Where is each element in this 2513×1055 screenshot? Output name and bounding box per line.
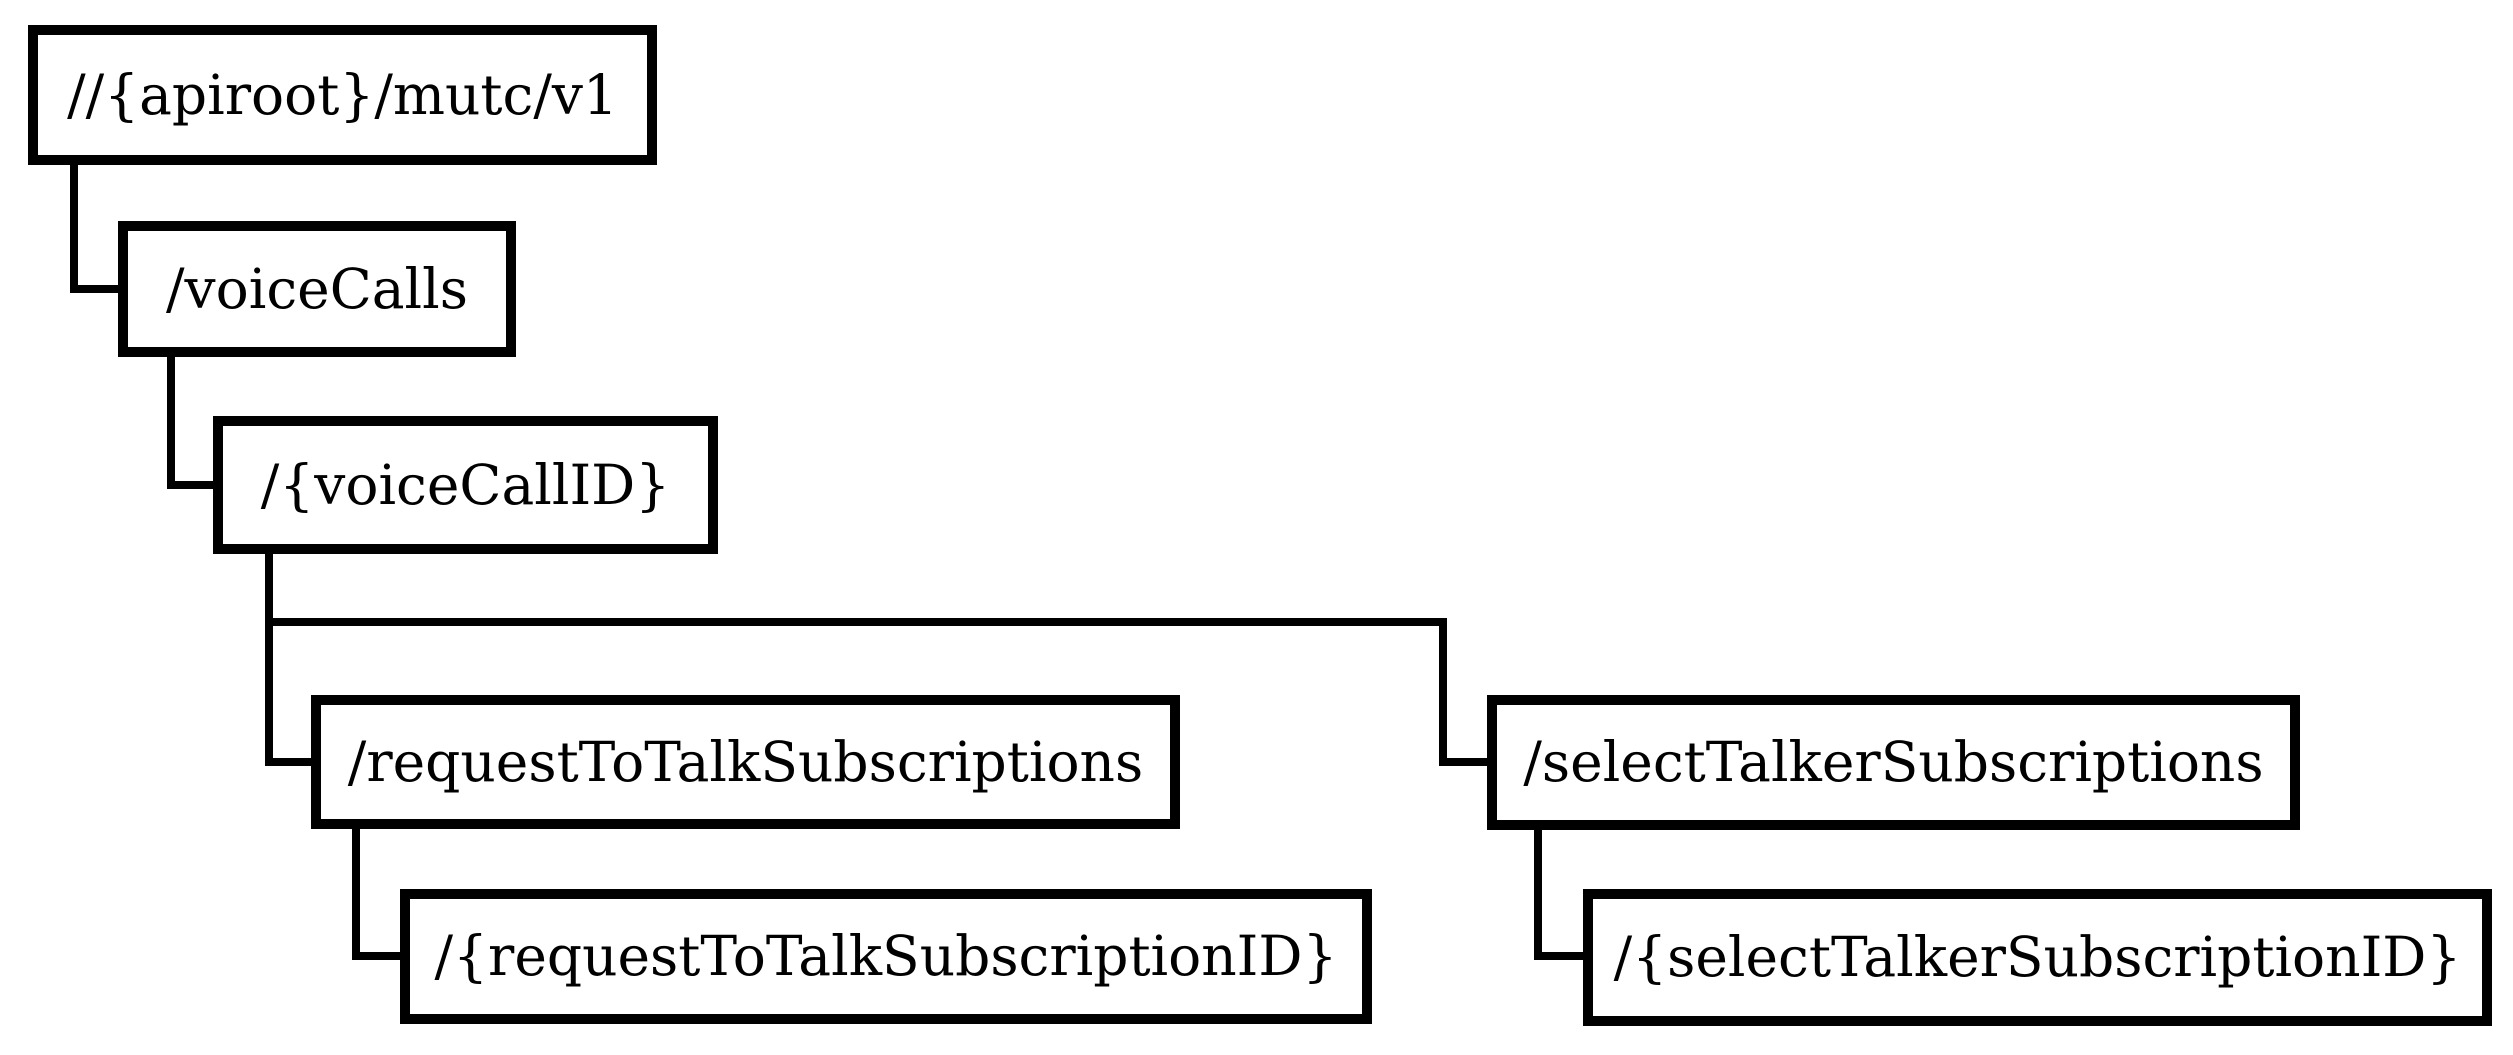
tree-node-apiroot: //{apiroot}/mutc/v1	[28, 25, 657, 165]
tree-node-label: /selectTalkerSubscriptions	[1523, 730, 2264, 794]
tree-node-label: /{selectTalkerSubscriptionID}	[1613, 925, 2462, 989]
connector-requesttotalksubscriptions-to-id-vertical	[352, 829, 360, 960]
tree-node-voicecallid: /{voiceCallID}	[213, 416, 718, 554]
tree-node-label: //{apiroot}/mutc/v1	[67, 62, 618, 127]
connector-branch-to-selecttalkersubscriptions-vertical	[1439, 618, 1447, 766]
tree-node-selecttalkersubscriptions: /selectTalkerSubscriptions	[1487, 695, 2300, 830]
connector-selecttalkersubscriptions-to-id-vertical	[1534, 830, 1542, 960]
tree-node-voicecalls: /voiceCalls	[118, 221, 516, 357]
tree-node-label: /{requestToTalkSubscriptionID}	[434, 924, 1338, 988]
connector-voicecallid-to-requesttotalksubscriptions-horizontal	[265, 758, 311, 766]
connector-voicecalls-to-voicecallid-vertical	[167, 357, 175, 489]
connector-requesttotalksubscriptions-to-id-horizontal	[352, 952, 400, 960]
tree-node-requesttotalksubscriptionid: /{requestToTalkSubscriptionID}	[400, 889, 1372, 1024]
connector-voicecallid-branch-horizontal	[265, 618, 1447, 626]
connector-voicecallid-to-requesttotalksubscriptions-vertical	[265, 554, 273, 766]
tree-node-selecttalkersubscriptionid: /{selectTalkerSubscriptionID}	[1583, 889, 2492, 1026]
connector-root-to-voicecalls-horizontal	[70, 285, 118, 293]
tree-node-label: /requestToTalkSubscriptions	[347, 729, 1144, 794]
connector-voicecalls-to-voicecallid-horizontal	[167, 481, 213, 489]
tree-node-label: /voiceCalls	[166, 256, 468, 321]
tree-node-label: /{voiceCallID}	[260, 452, 671, 517]
connector-branch-to-selecttalkersubscriptions-horizontal	[1439, 758, 1487, 766]
tree-node-requesttotalksubscriptions: /requestToTalkSubscriptions	[311, 695, 1180, 829]
connector-root-to-voicecalls-vertical	[70, 165, 78, 293]
connector-selecttalkersubscriptions-to-id-horizontal	[1534, 952, 1583, 960]
